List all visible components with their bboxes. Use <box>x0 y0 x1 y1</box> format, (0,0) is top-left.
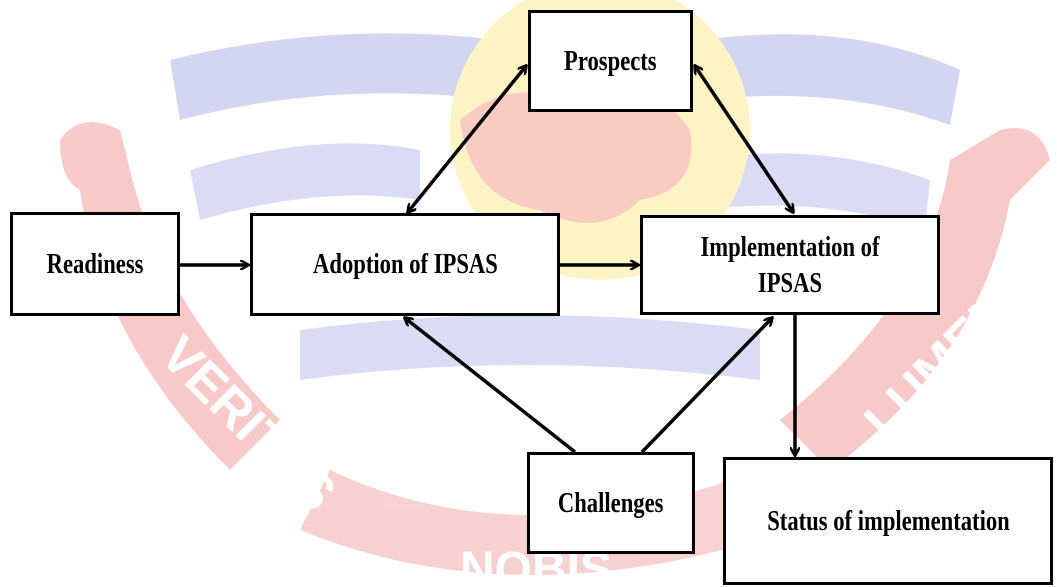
node-challenges-label: Challenges <box>558 486 664 519</box>
node-prospects-label: Prospects <box>564 44 657 77</box>
node-adoption: Adoption of IPSAS <box>250 213 560 316</box>
arrow-challenges-to-implementation <box>640 318 772 454</box>
node-implementation-label: Implementation of IPSAS <box>700 230 880 299</box>
node-implementation: Implementation of IPSAS <box>640 215 940 315</box>
arrow-challenges-to-adoption <box>405 318 577 454</box>
node-readiness-label: Readiness <box>46 247 144 280</box>
shield-stripe-mid-left <box>190 143 420 220</box>
shield-stripe-top-right <box>700 34 960 125</box>
node-status-label: Status of implementation <box>766 504 1010 537</box>
node-challenges: Challenges <box>527 452 695 554</box>
node-readiness: Readiness <box>10 212 180 316</box>
node-adoption-label: Adoption of IPSAS <box>312 248 498 281</box>
shield-stripe-bottom <box>300 315 760 380</box>
arrow-adoption-prospects <box>408 66 526 212</box>
node-status: Status of implementation <box>723 457 1053 585</box>
arrow-prospects-implementation <box>695 66 793 212</box>
node-prospects: Prospects <box>528 10 693 112</box>
shield-stripe-top <box>170 33 500 121</box>
